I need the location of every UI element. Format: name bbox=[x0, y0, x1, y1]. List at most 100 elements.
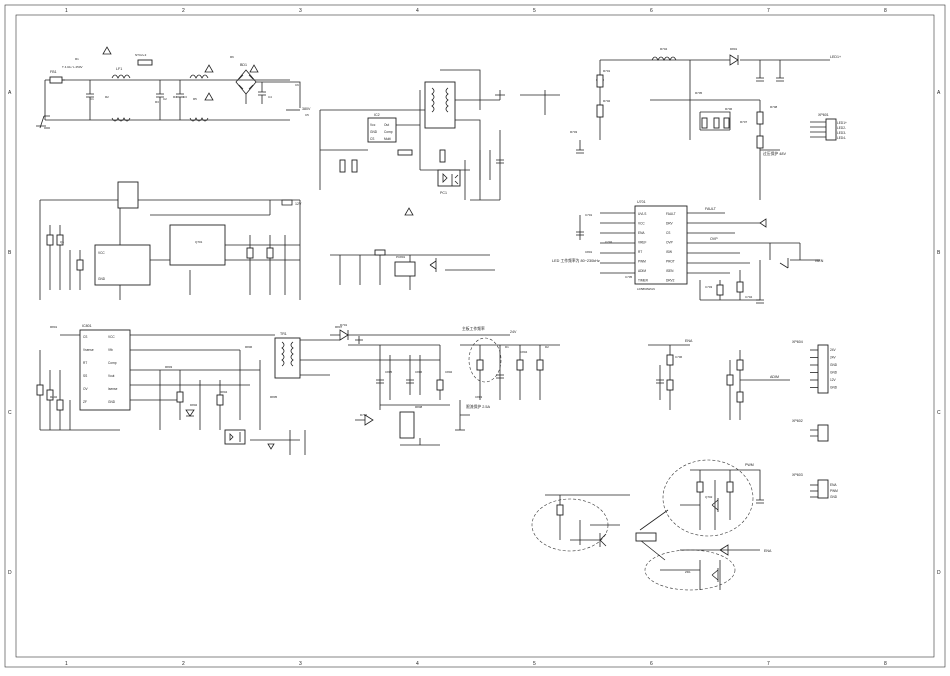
row-marker: B bbox=[937, 250, 941, 256]
main-transformer bbox=[274, 337, 301, 379]
row-marker: B bbox=[8, 250, 12, 256]
component-ref: R807 bbox=[335, 325, 343, 329]
boost-inductor bbox=[651, 56, 677, 61]
svg-text:ENA: ENA bbox=[764, 549, 772, 553]
ic-pin-label: DRV2 bbox=[666, 279, 675, 283]
standby-transformer bbox=[117, 181, 139, 209]
input-filter-section: FB1 T 4.0A / L 250V LF1 NTC2+3 BD1 bbox=[36, 46, 311, 129]
warning-icon bbox=[249, 64, 259, 73]
secondary-24v-section bbox=[330, 329, 510, 446]
ic-pin-label: TIMER bbox=[638, 279, 649, 283]
svg-text:LF1: LF1 bbox=[116, 67, 122, 71]
inner-frame bbox=[15, 14, 935, 658]
pfc-section: IC2 Vcc GND CS Out Comp Multi PC1 bbox=[319, 69, 560, 201]
warning-icon bbox=[204, 64, 214, 73]
pfc-ic bbox=[367, 117, 397, 143]
svg-text:LD5890WGN: LD5890WGN bbox=[637, 287, 655, 291]
ic-pin-label: FAULT bbox=[666, 212, 676, 216]
svg-text:Out: Out bbox=[384, 123, 389, 127]
svg-text:PC1: PC1 bbox=[440, 191, 447, 195]
ac-plug-symbol bbox=[36, 115, 50, 129]
svg-text:U701: U701 bbox=[637, 200, 646, 204]
component-ref: R3 bbox=[155, 100, 159, 104]
component-ref: Q701 bbox=[195, 240, 203, 244]
svg-text:Multi: Multi bbox=[384, 137, 391, 141]
component-ref: C803 bbox=[475, 395, 483, 399]
component-ref: C2 bbox=[163, 97, 167, 101]
component-ref: R801 bbox=[50, 325, 58, 329]
column-marker: 2 bbox=[182, 661, 185, 667]
ic-pin-label: OVP bbox=[666, 241, 673, 245]
svg-text:GND: GND bbox=[98, 277, 106, 281]
hv-transformer bbox=[424, 81, 456, 129]
ic-pin-label: ISW bbox=[666, 250, 672, 254]
svg-text:XP601: XP601 bbox=[818, 113, 829, 117]
ic-pin-label: Isense bbox=[108, 387, 118, 391]
column-marker: 5 bbox=[533, 661, 536, 667]
warning-icon bbox=[204, 92, 214, 101]
ntc-thermistor bbox=[137, 59, 153, 66]
svg-text:IC2: IC2 bbox=[374, 113, 380, 117]
ic-pin-label: PWM bbox=[638, 260, 646, 264]
component-ref: R1 bbox=[75, 57, 79, 61]
column-marker: 6 bbox=[650, 8, 653, 14]
current-sense-highlight bbox=[468, 337, 502, 383]
svg-text:ENA: ENA bbox=[685, 339, 693, 343]
component-ref: D1 bbox=[505, 345, 509, 349]
row-marker: D bbox=[8, 570, 12, 576]
rail-380v-label: 380V bbox=[302, 107, 311, 111]
component-ref: R5 bbox=[193, 97, 197, 101]
component-ref: R706 bbox=[725, 107, 733, 111]
svg-text:TR1: TR1 bbox=[280, 332, 287, 336]
output-24v-section: 24V 主板工作频率 限流保护 2.5A bbox=[455, 326, 560, 431]
connector-pin-label: ENA bbox=[830, 483, 837, 487]
component-ref: C6 bbox=[295, 83, 299, 87]
row-marker: C bbox=[937, 410, 941, 416]
component-ref: R808 bbox=[415, 405, 423, 409]
component-ref: Q702 bbox=[705, 495, 713, 499]
ic-pin-label: VCC bbox=[108, 335, 115, 339]
standby-section: VCC GND 12V bbox=[39, 181, 302, 300]
connector-pin-label: 24V bbox=[830, 348, 837, 352]
main-freq-note: 主板工作频率 bbox=[462, 326, 485, 331]
column-marker: 1 bbox=[65, 8, 68, 14]
component-ref: C703 bbox=[705, 285, 713, 289]
column-marker: 2 bbox=[182, 8, 185, 14]
led-driver-ic bbox=[634, 205, 688, 285]
feedback-section: PC801 bbox=[330, 207, 495, 290]
svg-text:FAULT: FAULT bbox=[705, 207, 717, 211]
component-ref: R702 bbox=[603, 99, 611, 103]
component-ref: C806 bbox=[415, 370, 423, 374]
component-ref: R803 bbox=[165, 365, 173, 369]
svg-text:LED2-: LED2- bbox=[837, 126, 846, 130]
component-ref: C704 bbox=[745, 295, 753, 299]
led-boost-section: LED1+ 过压保护 48V XP601 LED1+ LED2- LED3- L… bbox=[576, 54, 847, 200]
ic-pin-label: ADIM bbox=[638, 269, 646, 273]
led-freq-note: LED 工作频率为 80~230kHz bbox=[552, 258, 600, 263]
ic-pin-label: VCC bbox=[638, 222, 645, 226]
ic-pin-label: ZF bbox=[83, 400, 87, 404]
svg-text:LED4-: LED4- bbox=[837, 136, 846, 140]
led-output-label: LED1+ bbox=[830, 55, 841, 59]
led-driver-section: U701 LD5890WGN UVLSVCCENAVREFRTPWMADIMTI… bbox=[552, 200, 824, 304]
bridge-rectifier: BD1 bbox=[235, 63, 257, 95]
component-ref: C3 bbox=[183, 95, 187, 99]
svg-text:IC801: IC801 bbox=[82, 324, 92, 328]
connector-pin-label: 24V bbox=[830, 356, 837, 360]
row-marker: C bbox=[8, 410, 12, 416]
connector-pin-label: GND bbox=[830, 386, 838, 390]
component-ref: R707 bbox=[740, 120, 748, 124]
component-ref: C705 bbox=[625, 275, 633, 279]
component-ref: D2 bbox=[545, 345, 549, 349]
ic-pin-label: CS bbox=[83, 335, 87, 339]
ic-pin-label: UVLS bbox=[638, 212, 646, 216]
component-ref: D802 bbox=[190, 403, 198, 407]
ic-pin-label: Vsense bbox=[83, 348, 94, 352]
svg-text:Comp: Comp bbox=[384, 130, 393, 134]
column-marker: 5 bbox=[533, 8, 536, 14]
svg-text:VCC: VCC bbox=[98, 251, 105, 255]
